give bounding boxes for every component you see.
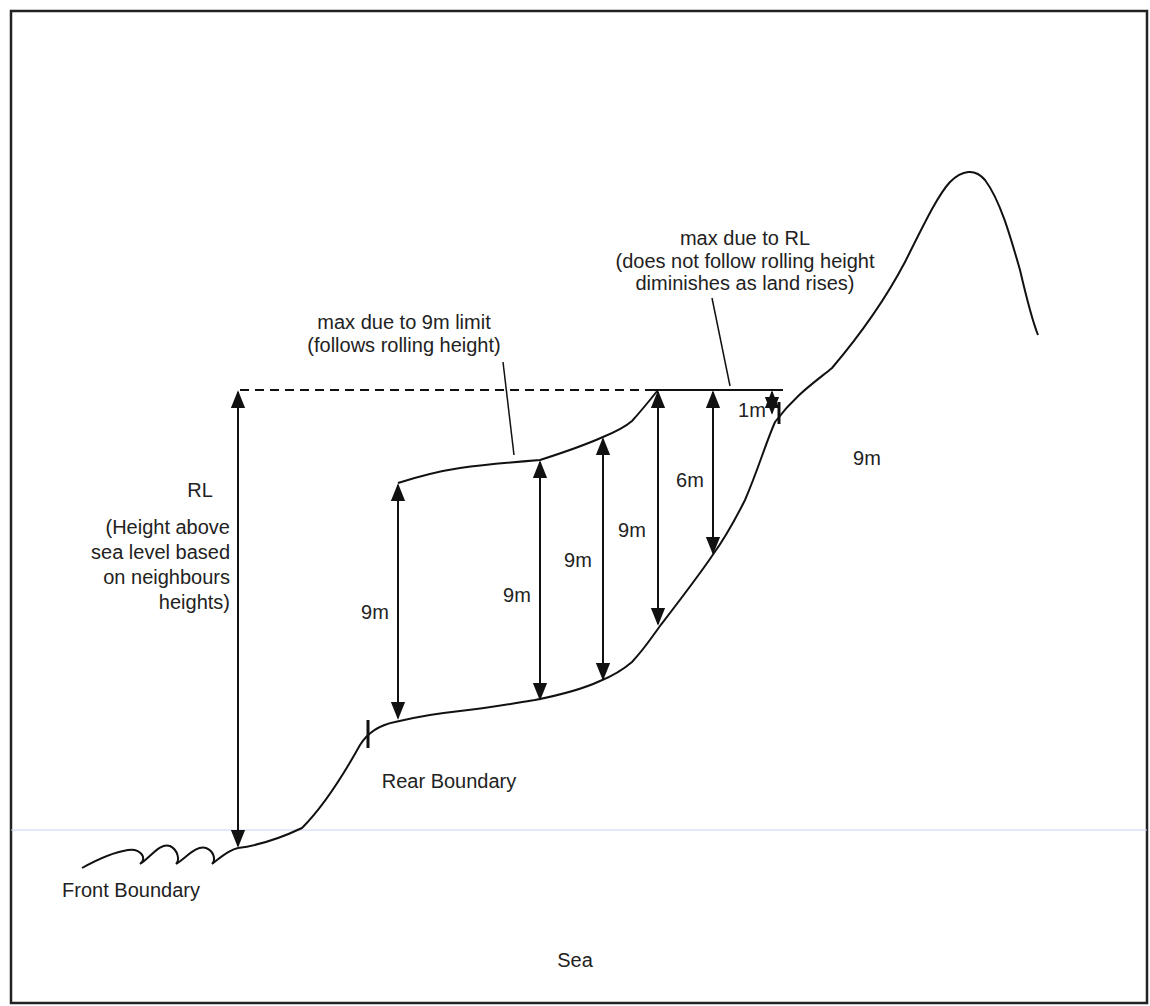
callout-note: (does not follow rolling height diminish… [588,250,903,294]
callout-note: (follows rolling height) [307,334,500,356]
dimension-arrow [602,439,604,679]
front-boundary-tick [367,720,370,748]
note-label: Sea [557,949,593,971]
dimension-title: RL [187,479,213,501]
sea-waves [82,845,238,868]
frame [11,11,1147,1003]
dimension-note: (Height above sea level based on neighbo… [90,515,230,615]
dimension-label: 9m [618,519,646,541]
rl-dashed-line [240,389,645,391]
leader-line [503,362,514,455]
dimension-label: 1m [738,399,766,421]
callout-title: max due to RL [680,227,810,249]
rolling-height-line [398,390,658,483]
dimension-arrow [771,392,773,413]
ground-profile [238,172,1038,848]
dimension-arrow [712,392,714,553]
callout-title: max due to 9m limit [317,311,490,333]
boundary-label: 9m [853,447,881,469]
dimension-label: 9m [564,549,592,571]
rear-boundary-tick [778,402,781,424]
dimension-arrow [237,392,239,846]
boundary-label: Rear Boundary [382,770,517,792]
dimension-label: 9m [503,584,531,606]
place-label: Front Boundary [62,879,200,901]
dimension-arrow [657,392,659,624]
leader-line [712,298,730,386]
dimension-label: 6m [676,469,704,491]
dimension-arrow [539,462,541,699]
scan-line [11,830,1147,831]
rl-limit-line [645,389,783,391]
dimension-label: 9m [361,601,389,623]
dimension-arrow [397,485,399,718]
